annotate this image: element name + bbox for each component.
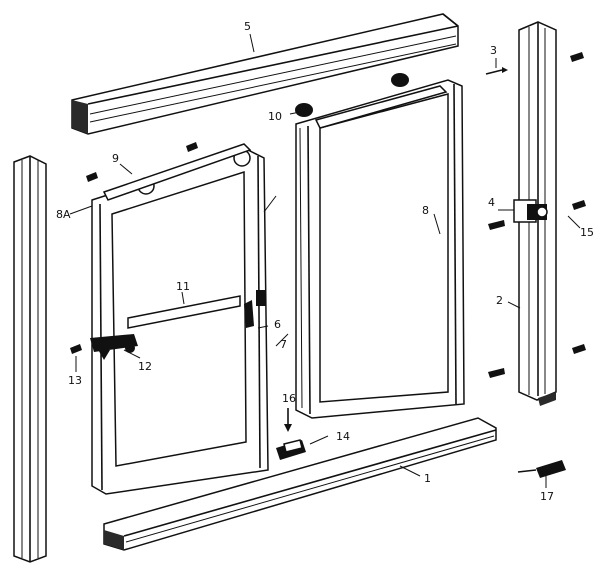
callout-17: 17 (540, 490, 554, 503)
leader-lines (69, 33, 581, 488)
callout-11: 11 (176, 280, 190, 293)
part-16-arrow (284, 408, 292, 432)
part-8-fixed-panel (295, 73, 465, 419)
part-14-stop (276, 439, 306, 460)
part-13-left-jamb (13, 155, 47, 563)
callout-13: 13 (68, 374, 82, 387)
part-5-top-track (71, 13, 459, 135)
callout-4: 4 (488, 196, 495, 209)
callout-5: 5 (244, 20, 251, 33)
callout-8: 8 (422, 204, 429, 217)
callout-10: 10 (268, 110, 282, 123)
part-8a-sliding-panel (90, 143, 269, 495)
callout-7: 7 (280, 338, 287, 351)
callout-2: 2 (496, 294, 503, 307)
part-1-bottom-track (103, 417, 497, 551)
callout-1: 1 (424, 472, 431, 485)
callout-6: 6 (274, 318, 281, 331)
part-4-bracket (513, 199, 548, 223)
callout-8a: 8A (56, 208, 71, 221)
callout-15: 15 (580, 226, 594, 239)
part-9-screws (86, 142, 198, 182)
callout-3: 3 (490, 44, 497, 57)
callout-12: 12 (138, 360, 152, 373)
callout-16: 16 (282, 392, 296, 405)
part-13-screw (70, 344, 82, 354)
part-17-tube (517, 460, 566, 478)
callout-14: 14 (336, 430, 350, 443)
callout-9: 9 (112, 152, 119, 165)
part-3-screw (485, 67, 508, 75)
right-screws (488, 52, 586, 378)
